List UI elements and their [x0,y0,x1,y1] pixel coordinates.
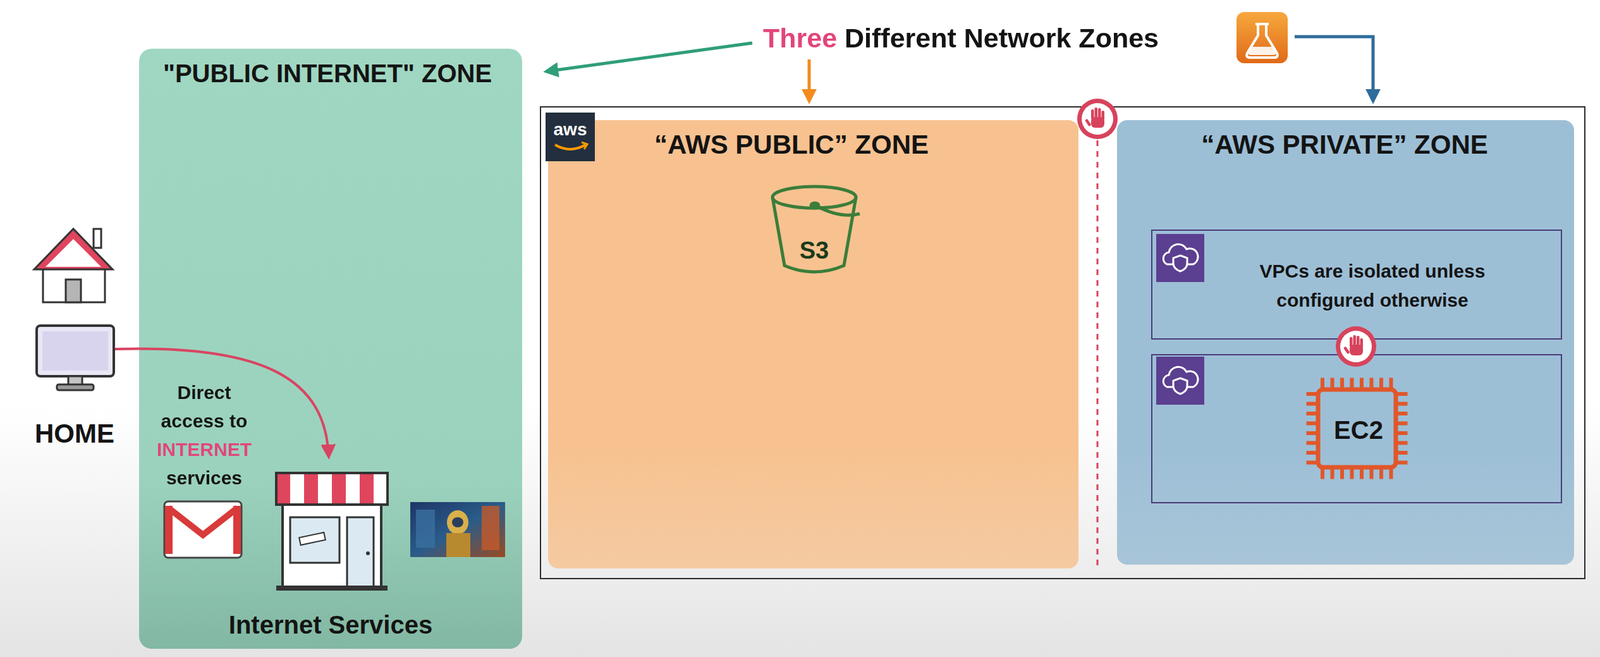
game-picture [410,501,506,557]
lab-flask-icon [1236,12,1288,64]
blocked-marker [1335,326,1377,367]
zone-note: Direct access to INTERNET services [147,378,261,492]
shop-icon [276,472,388,591]
aws-logo-text: aws [546,118,594,141]
vpc-icon [1156,233,1205,282]
mail-icon [164,501,242,558]
vpc-icon [1156,356,1205,405]
text-holder: S3 [779,236,849,266]
vpc-box: VPCs are isolated unless configured othe… [1151,229,1563,340]
text-holder: Direct access to INTERNET services [147,378,261,492]
home-computer-icon [36,325,114,391]
text-holder: aws [546,118,594,141]
access-arrow [115,348,329,457]
text-holder: EC2 [1317,414,1400,446]
pointer-arrow [546,42,753,72]
zone-divider [1096,140,1099,569]
zone-footer: Internet Services [153,609,508,640]
vpc-note: VPCs are isolated unless configured othe… [1233,256,1512,315]
service-name: S3 [779,236,849,266]
text-holder: Three Different Network Zones [763,22,1231,55]
text-holder: VPCs are isolated unless configured othe… [1233,256,1512,315]
s3-bucket-icon [772,186,860,272]
blocked-marker [1077,98,1118,140]
text-holder: Internet Services [153,609,508,640]
home-label: HOME [20,417,129,450]
pointer-arrow [807,59,812,102]
zone-heading: “AWS PRIVATE” ZONE [1139,128,1551,161]
ec2-chip-icon [1311,383,1403,474]
text-holder: “AWS PRIVATE” ZONE [1139,128,1551,161]
aws-cloud-border [540,106,1585,579]
zone-heading: "PUBLIC INTERNET" ZONE [140,58,514,89]
home-house-icon [34,228,113,303]
service-name: EC2 [1317,414,1400,446]
aws-logo [545,112,595,162]
text-holder: HOME [20,417,129,450]
vpc-box: EC2 [1151,354,1563,504]
text-holder: "PUBLIC INTERNET" ZONE [140,58,514,89]
pointer-arrow [1294,36,1374,102]
text-holder: “AWS PUBLIC” ZONE [563,128,1020,161]
zone-heading: “AWS PUBLIC” ZONE [563,128,1020,161]
diagram-title: Three Different Network Zones [763,22,1159,55]
